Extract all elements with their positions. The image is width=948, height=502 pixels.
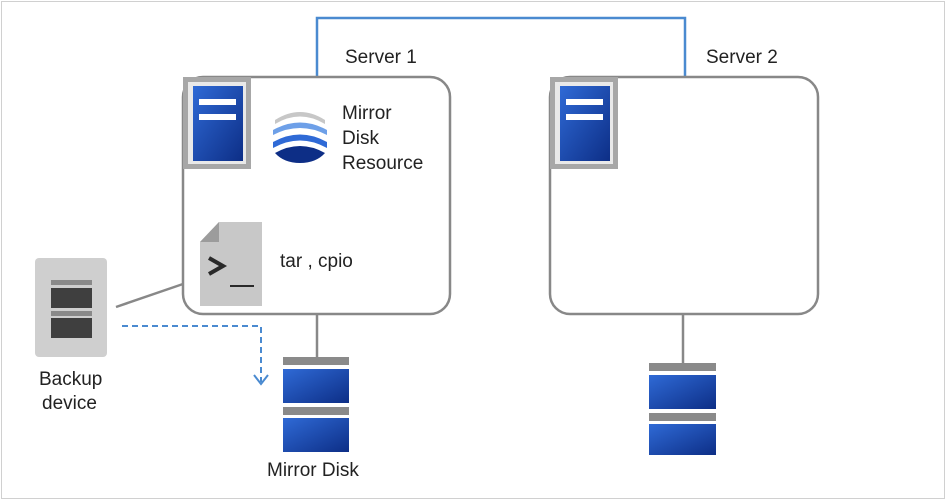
backup-device-icon — [35, 258, 107, 357]
mirror-disk-resource-icon — [273, 109, 327, 163]
backup-device-label-line2: device — [42, 393, 97, 414]
backup-device-label-line1: Backup — [39, 369, 103, 390]
terminal-script-icon — [200, 222, 262, 306]
command-label: tar , cpio — [280, 251, 353, 272]
mirror-resource-label-line3: Resource — [342, 153, 424, 174]
mirror-disk-label: Mirror Disk — [267, 460, 359, 481]
backup-flow-line — [122, 325, 262, 382]
server-1-icon — [183, 77, 251, 169]
backup-device-line — [115, 282, 184, 309]
interconnect-line — [315, 16, 687, 77]
backup-flow-arrowhead-icon — [253, 374, 269, 386]
mirror-resource-label-line2: Disk — [342, 128, 379, 149]
server-2-icon — [550, 77, 618, 169]
server-2-disk-icon — [649, 363, 716, 455]
mirror-resource-label-line1: Mirror — [342, 103, 392, 124]
server-1-label: Server 1 — [345, 47, 417, 68]
mirror-disk-icon — [283, 357, 349, 452]
server-2-label: Server 2 — [706, 47, 778, 68]
